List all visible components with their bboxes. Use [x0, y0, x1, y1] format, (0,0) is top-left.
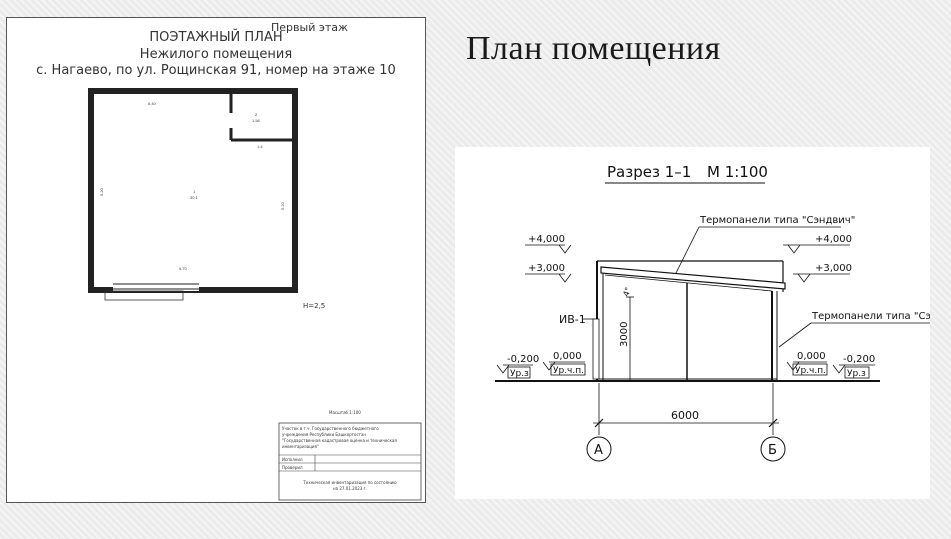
level-marker: [797, 273, 811, 283]
floor-left: 0,000: [553, 351, 582, 362]
stamp-org-line-1: Участок в т.ч. Государственного бюджетно…: [282, 426, 379, 431]
room-area-main: 30.1: [190, 195, 199, 200]
plan-title: ПОЭТАЖНЫЙ ПЛАН: [149, 30, 283, 45]
span-tick: [768, 418, 778, 428]
level-marker: [558, 273, 572, 283]
dim-right: 5.20: [280, 201, 285, 210]
plan-address: с. Нагаево, по ул. Рощинская 91, номер н…: [36, 63, 396, 78]
height-note: Н=2,5: [303, 302, 326, 310]
floor-left-sub: Ур.ч.п.: [553, 366, 584, 376]
axis-bubble-b: [760, 436, 786, 462]
leader-line: [778, 322, 812, 348]
scale-note: Масштаб 1:100: [329, 410, 361, 415]
slope-label: 4°: [621, 286, 633, 298]
room-number-1: 1: [193, 189, 196, 194]
stamp-org-line-2: учреждения Республики Башкортостан: [282, 432, 367, 437]
floor-plan-drawing: 6.40 5.20 5.20 5.70 1.4 1 30.1 2 1.56: [88, 88, 422, 501]
axis-label-a: А: [594, 443, 603, 458]
ground-right-box: [844, 366, 870, 379]
stamp-row-2-label: Проверил: [282, 465, 303, 470]
axis-label-b: Б: [768, 443, 777, 458]
roof-underside: [604, 274, 773, 292]
level-left-mid: +3,000: [528, 263, 565, 274]
level-marker: [558, 244, 572, 254]
ground-left-sub: Ур.з: [510, 369, 529, 379]
stamp-org-line-4: инвентаризация": [282, 444, 319, 449]
floor-label: Первый этаж: [271, 21, 348, 34]
level-left-top: +4,000: [528, 234, 565, 245]
floor-right: 0,000: [797, 351, 826, 362]
stamp-box: [278, 422, 422, 501]
ground-left-box: [507, 366, 531, 379]
stamp-footer-line-1: Техническая инвентаризация по состоянию: [303, 480, 397, 485]
door-opening: [113, 283, 199, 291]
level-marker: [787, 244, 801, 254]
room-number-2: 2: [255, 112, 258, 117]
stamp-org-line-3: "Государственная кадастровая оценка и те…: [282, 438, 397, 443]
ground-right-sub: Ур.з: [847, 369, 866, 379]
span-tick: [594, 418, 604, 428]
section-scale: М 1:100: [707, 163, 768, 181]
panel-label-top: Термопанели типа "Сэндвич": [699, 215, 855, 226]
floor-left-box: [550, 363, 586, 376]
level-right-top: +4,000: [815, 234, 852, 245]
section-drawing-svg: Разрез 1–1 М 1:100 Термопанели типа "Сэн…: [495, 163, 950, 462]
level-marker: [832, 364, 846, 374]
plan-subtitle: Нежилого помещения: [139, 47, 293, 62]
stamp-row-1-label: Исполнил: [282, 457, 303, 462]
section-title: Разрез 1–1: [607, 163, 691, 181]
door-label: ИВ-1: [559, 313, 586, 326]
door-sill: [104, 290, 184, 301]
dim-left: 5.20: [99, 187, 104, 196]
stamp-footer-line-2: на 27.01.2023 г.: [333, 486, 367, 491]
section-drawing: Разрез 1–1 М 1:100 Термопанели типа "Сэн…: [455, 147, 950, 499]
axis-bubble-a: [586, 436, 612, 462]
ground-left: -0,200: [507, 354, 539, 365]
level-marker: [496, 364, 510, 374]
roof-slab: [600, 266, 786, 290]
floor-plan-sheet: Первый этаж ПОЭТАЖНЫЙ ПЛАН Нежилого поме…: [6, 17, 426, 503]
dim-small-room: 1.4: [257, 144, 263, 149]
floor-right-box: [792, 363, 828, 376]
door-block: [592, 318, 600, 380]
level-marker: [542, 361, 556, 371]
leader-line: [672, 226, 700, 280]
room-area-small: 1.56: [252, 118, 261, 123]
floor-right-sub: Ур.ч.п.: [795, 366, 826, 376]
span-value: 6000: [671, 409, 699, 422]
door-height: 3000: [619, 322, 630, 347]
panel-label-right: Термопанели типа "Сэндв: [811, 311, 930, 322]
ground-right: -0,200: [843, 354, 875, 365]
dim-bottom: 5.70: [179, 266, 188, 271]
dim-top: 6.40: [148, 101, 157, 106]
slide-title: План помещения: [466, 30, 721, 67]
level-right-mid: +3,000: [815, 263, 852, 274]
